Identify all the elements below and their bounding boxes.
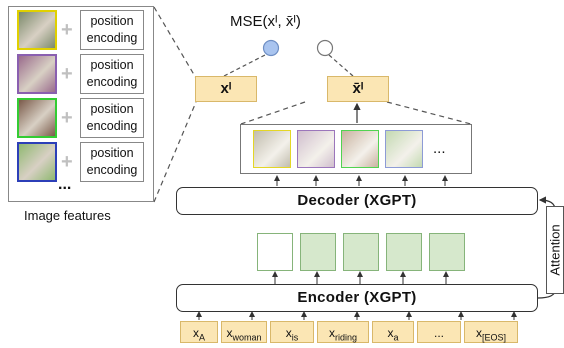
reconstructed-thumbnail [341, 130, 379, 168]
reconstructed-thumbnail [385, 130, 423, 168]
input-token: xwoman [221, 321, 267, 343]
original-node-circle [262, 39, 280, 57]
recon-zoom-right [386, 101, 472, 125]
mse-line-left [223, 54, 266, 77]
mse-loss-label: MSE(xᴵ, x̄ᴵ) [230, 13, 301, 30]
token-base: x [285, 326, 292, 340]
image-region-thumbnail [17, 142, 57, 182]
position-encoding-box: position encoding [80, 98, 144, 138]
input-token: x[EOS] [464, 321, 518, 343]
token-subscript: is [291, 332, 299, 343]
reconstructed-thumbnail [253, 130, 291, 168]
zoom-line-bottom [153, 101, 197, 203]
reconstructed-vector-box: x̄ᴵ [327, 76, 389, 102]
token-subscript: woman [232, 332, 262, 343]
token-subscript: riding [334, 332, 357, 343]
image-region-thumbnail [17, 54, 57, 94]
position-encoding-text: encoding [86, 119, 138, 133]
encoder-label: Encoder (XGPT) [297, 289, 417, 306]
position-encoding-text: position [90, 14, 134, 28]
mse-line-right [328, 54, 354, 77]
hidden-state-box [300, 233, 336, 271]
reconstructed-node-circle [316, 39, 334, 57]
token-base: x [387, 326, 394, 340]
original-vector-label: xᴵ [220, 80, 232, 97]
reconstructed-thumbnail [297, 130, 335, 168]
features-ellipsis: ... [58, 176, 72, 193]
image-region-thumbnail [17, 98, 57, 138]
image-features-caption: Image features [24, 208, 111, 223]
recon-zoom-left [240, 101, 306, 125]
input-token: xA [180, 321, 218, 343]
position-encoding-text: position [90, 146, 134, 160]
token-subscript: A [198, 332, 205, 343]
position-encoding-text: position [90, 58, 134, 72]
plus-icon: + [61, 151, 73, 173]
position-encoding-text: position [90, 102, 134, 116]
image-region-thumbnail [17, 10, 57, 50]
input-token: ... [417, 321, 461, 343]
hidden-state-box [257, 233, 293, 271]
token-base: x [226, 326, 233, 340]
zoom-line-top [153, 6, 197, 79]
hidden-state-box [343, 233, 379, 271]
input-token: xriding [317, 321, 369, 343]
attention-label: Attention [547, 224, 563, 276]
attention-box: Attention [546, 206, 564, 294]
decoder-block: Decoder (XGPT) [176, 187, 538, 215]
token-base: x [475, 326, 482, 340]
token-base: ... [433, 326, 444, 340]
token-subscript: a [393, 332, 399, 343]
decoder-label: Decoder (XGPT) [297, 192, 417, 209]
position-encoding-box: position encoding [80, 142, 144, 182]
reconstruction-ellipsis: ... [433, 140, 446, 157]
plus-icon: + [61, 107, 73, 129]
original-vector-box: xᴵ [195, 76, 257, 102]
hidden-state-box [386, 233, 422, 271]
position-encoding-box: position encoding [80, 10, 144, 50]
position-encoding-text: encoding [86, 163, 138, 177]
hidden-state-box [429, 233, 465, 271]
encoder-block: Encoder (XGPT) [176, 284, 538, 312]
plus-icon: + [61, 63, 73, 85]
position-encoding-text: encoding [86, 31, 138, 45]
position-encoding-box: position encoding [80, 54, 144, 94]
input-token: xa [372, 321, 414, 343]
token-subscript: [EOS] [481, 332, 506, 343]
position-encoding-text: encoding [86, 75, 138, 89]
plus-icon: + [61, 19, 73, 41]
input-token: xis [270, 321, 314, 343]
token-base: x [328, 326, 335, 340]
reconstructed-vector-label: x̄ᴵ [352, 80, 364, 97]
token-base: x [192, 326, 199, 340]
